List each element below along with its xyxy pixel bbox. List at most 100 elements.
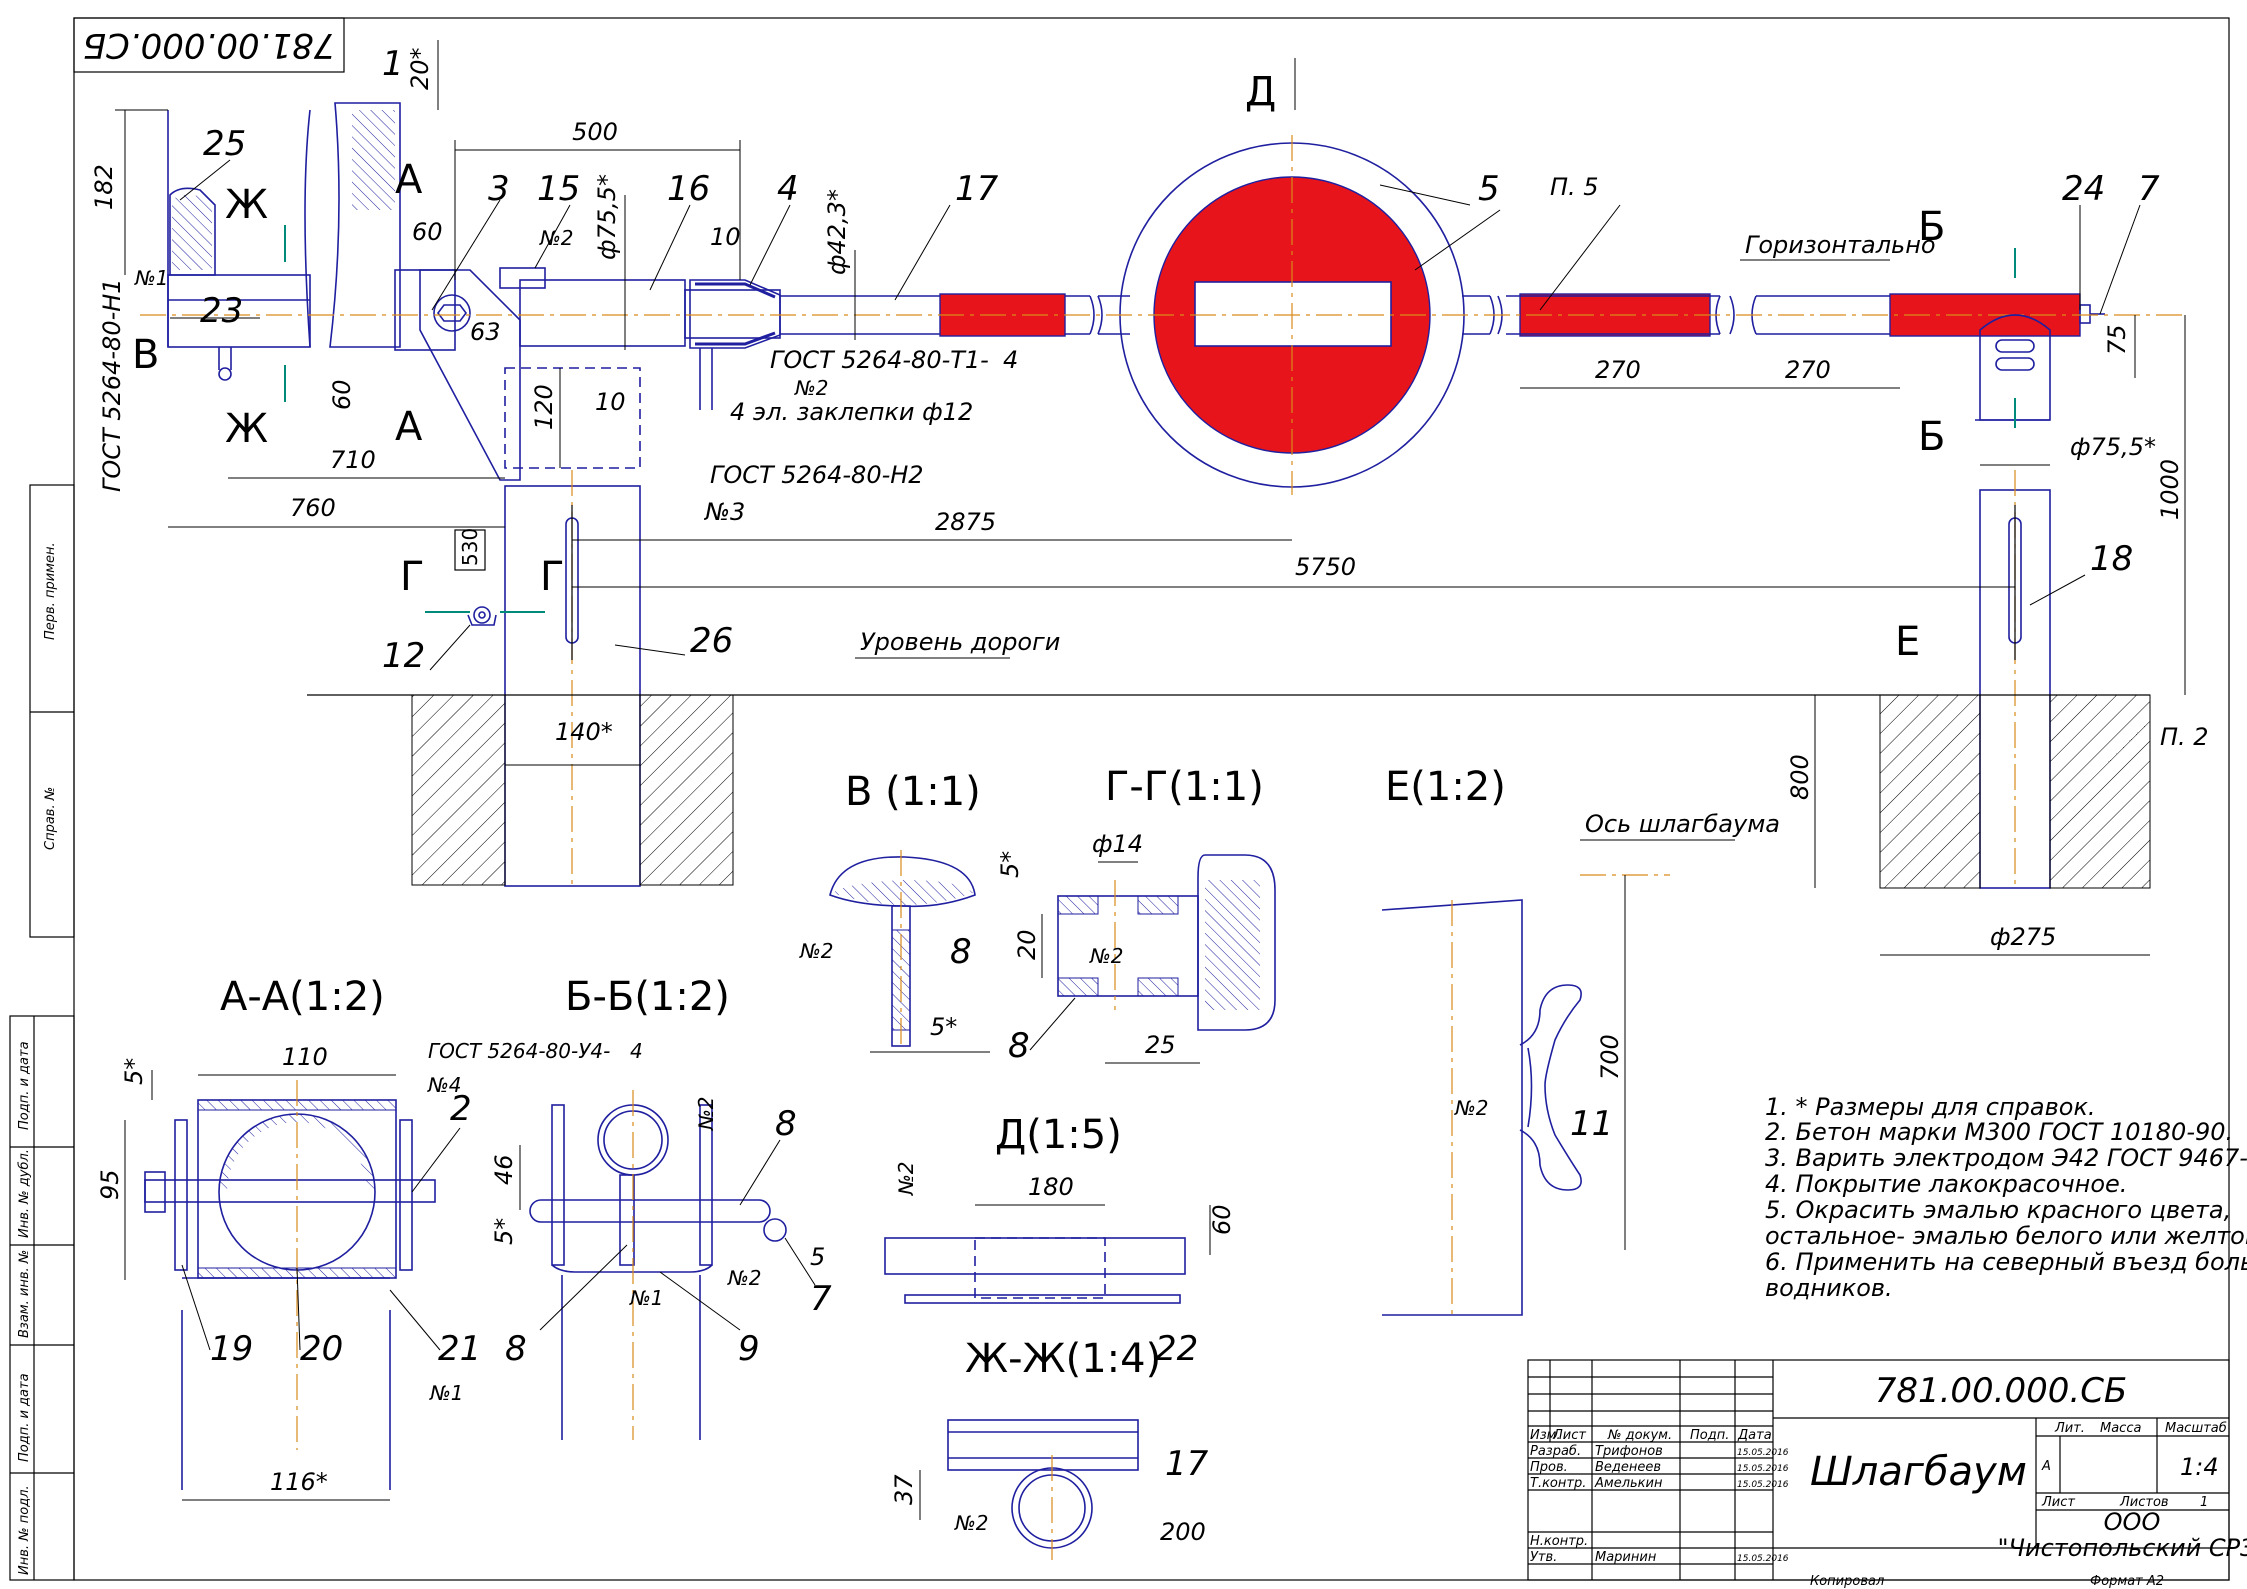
pos-17: 17 [955, 169, 999, 209]
name-razrab: Трифонов [1595, 1444, 1663, 1459]
main-labels: Д А А Ж Ж В Б Б Г Г Е Уровень дороги Гор… [98, 44, 2209, 751]
horizontal-label: Горизонтально [1745, 231, 1936, 259]
role-nkontr: Н.контр. [1530, 1534, 1588, 1549]
format-label: Формат А2 [2090, 1574, 2164, 1589]
pos-19: 19 [210, 1329, 253, 1369]
gost-t1: ГОСТ 5264-80-Т1- [770, 346, 989, 374]
hdr-data: Дата [1737, 1428, 1772, 1443]
n3-main: №3 [703, 498, 745, 526]
n2-main-a: №2 [794, 376, 829, 400]
gost-u4: ГОСТ 5264-80-У4- [428, 1039, 610, 1063]
n1-aa: №1 [429, 1381, 464, 1405]
letter-e: Е [1895, 619, 1920, 665]
hdr-izm: Изм. [1530, 1428, 1561, 1443]
strip-podp2: Подп. и дата [17, 1373, 32, 1462]
pos-5: 5 [1478, 169, 1500, 209]
dim-110: 110 [282, 1043, 328, 1071]
n2-e: №2 [1454, 1096, 1489, 1120]
pos-8-bb: 8 [505, 1329, 527, 1369]
gost-u4-leg: 4 [630, 1039, 643, 1063]
dim-60-d: 60 [1208, 1204, 1236, 1235]
letter-b-top: Б [1918, 204, 1945, 250]
code-box-rotated [73, 17, 345, 73]
pos-11: 11 [1570, 1104, 1613, 1144]
p2-label: П. 2 [2160, 723, 2209, 751]
pos-22: 22 [1155, 1329, 1198, 1369]
title-aa: А-А(1:2) [220, 974, 385, 1020]
dim-95: 95 [96, 1169, 124, 1200]
notes: 1. * Размеры для справок. 2. Бетон марки… [1765, 1093, 2247, 1302]
gost-h1: ГОСТ 5264-80-Н1 [98, 278, 126, 492]
dim-755b: ф75,5* [2070, 433, 2156, 461]
n2-zz: №2 [954, 1511, 989, 1535]
doc-code-rotated: 781.00.000.СБ [83, 25, 336, 65]
letter-b-bot: Б [1918, 414, 1945, 460]
date-tkontr: 15.05.2016 [1737, 1480, 1789, 1490]
sheet-label: Лист [2041, 1495, 2075, 1510]
strip-dubl: Инв. № дубл. [17, 1149, 32, 1238]
gost-t1-leg: 4 [1003, 346, 1018, 374]
scale-value: 1:4 [2180, 1453, 2219, 1481]
letter-v: В [132, 332, 159, 378]
role-prov: Пров. [1530, 1460, 1568, 1475]
scale-label: Масштаб [2165, 1421, 2227, 1436]
dim-14: ф14 [1092, 830, 1143, 858]
pos-1: 1 [382, 44, 404, 84]
sheets-label: Листов [2119, 1495, 2169, 1510]
gost-h2: ГОСТ 5264-80-Н2 [710, 461, 924, 489]
pos-26: 26 [690, 621, 733, 661]
role-razrab: Разраб. [1530, 1444, 1581, 1459]
date-utv: 15.05.2016 [1737, 1554, 1789, 1564]
dim-5s-v: 5* [930, 1013, 957, 1041]
pos-8-v: 8 [950, 932, 972, 972]
strip-podp1: Подп. и дата [17, 1041, 32, 1130]
strip-perv: Перв. примен. [43, 542, 58, 640]
date-razrab: 15.05.2016 [1737, 1448, 1789, 1458]
main-dimensions: 500 20* 182 60 60 63 ф75,5* 10 ф42,3* 12… [90, 40, 2186, 956]
pos-8-gg: 8 [1008, 1026, 1030, 1066]
note-6b: водников. [1765, 1274, 1893, 1302]
lit-label: Лит. [2054, 1421, 2085, 1436]
right-post [1879, 314, 2151, 890]
title-block: 781.00.000.СБ Шлагбаум Изм. Лист № докум… [1527, 1359, 2247, 1589]
strip-vzam: Взам. инв. № [17, 1250, 32, 1338]
n2-bb-top: №2 [694, 1096, 718, 1131]
date-prov: 15.05.2016 [1737, 1464, 1789, 1474]
road-level: Уровень дороги [860, 628, 1060, 656]
dim-710: 710 [330, 446, 376, 474]
pos-13: 15 [537, 169, 580, 209]
org-line1: ООО [2104, 1508, 2161, 1536]
pos-2: 2 [450, 1089, 472, 1129]
strip-sprav: Справ. № [43, 787, 58, 850]
dim-75: 75 [2103, 324, 2131, 355]
section-bb: Б-Б(1:2) 46 5* 5 №2 №2 №1 8 8 9 7 [490, 974, 832, 1440]
dim-182: 182 [90, 164, 118, 210]
title-v: В (1:1) [845, 769, 981, 815]
lit-value: А [2041, 1459, 2051, 1474]
dim-10: 10 [710, 223, 741, 251]
p5-label: П. 5 [1550, 173, 1599, 201]
dim-5s-gg: 5* [996, 851, 1024, 878]
letter-d: Д [1245, 69, 1276, 115]
n2-v: №2 [799, 939, 834, 963]
rivets-label: 4 эл. заклепки ф12 [730, 398, 973, 426]
dim-37: 37 [890, 1474, 918, 1505]
left-post [411, 470, 734, 890]
section-d: Д(1:5) 180 60 №2 22 [884, 1112, 1236, 1369]
dim-760: 760 [290, 494, 336, 522]
org-line2: "Чистопольский СРЗ" [1998, 1534, 2247, 1562]
letter-a-bot: А [395, 404, 423, 450]
dim-755: ф75,5* [593, 174, 621, 260]
pos-15: 16 [667, 169, 710, 209]
frame: 781.00.000.СБ [73, 17, 2230, 1581]
section-e: Е(1:2) 700 Ось шлагбаума №2 11 [1381, 764, 1780, 1320]
dim-20s: 20* [406, 47, 434, 90]
pos-10: 9 [738, 1329, 760, 1369]
dim-800: 800 [1786, 754, 1814, 800]
dim-63: 63 [470, 318, 501, 346]
n1-main: №1 [134, 266, 169, 290]
role-tkontr: Т.контр. [1530, 1476, 1586, 1491]
pos-16: 18 [2090, 539, 2133, 579]
